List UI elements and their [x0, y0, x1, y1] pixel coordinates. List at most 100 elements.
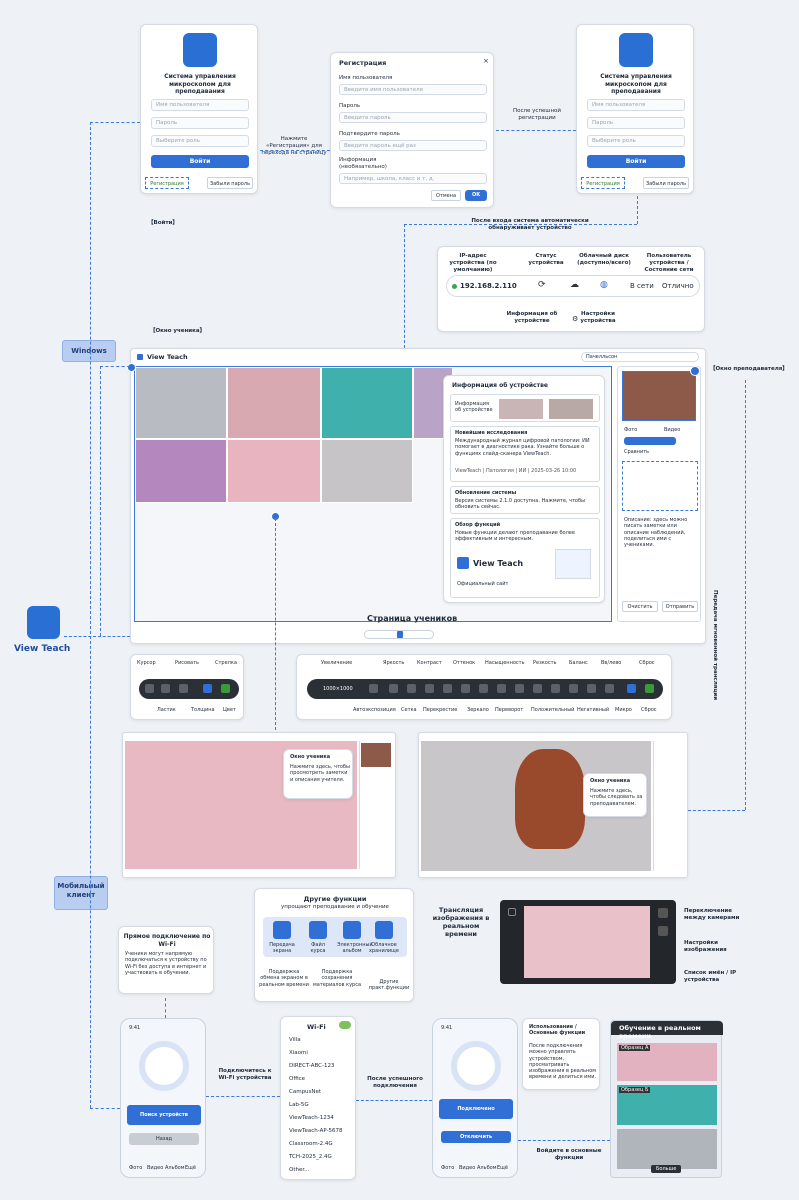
phone1-nav-1[interactable]: Видео: [147, 1165, 164, 1171]
reg-cancel-button[interactable]: Отмена: [431, 190, 461, 201]
user-menu[interactable]: Пачелльсон: [581, 352, 699, 362]
role-select[interactable]: Выберите роль: [587, 135, 685, 147]
reg-ok-button[interactable]: OK: [465, 190, 487, 201]
forgot-button[interactable]: Забыли пароль: [643, 177, 689, 189]
reset-icon[interactable]: [627, 684, 636, 693]
phone1-nav-2[interactable]: Альбом: [165, 1165, 185, 1171]
phone2-nav-1[interactable]: Видео: [459, 1165, 476, 1171]
camera-switch-icon[interactable]: [658, 908, 668, 918]
album-icon[interactable]: [343, 921, 361, 939]
brightness-icon[interactable]: [389, 684, 398, 693]
code-icon[interactable]: [179, 684, 188, 693]
rotate-icon[interactable]: [497, 684, 506, 693]
login-button[interactable]: Войти: [587, 155, 685, 168]
contrast-icon[interactable]: [407, 684, 416, 693]
flip-icon[interactable]: [605, 684, 614, 693]
positive-icon[interactable]: [515, 684, 524, 693]
mirror-icon[interactable]: [461, 684, 470, 693]
cloud-icon[interactable]: ☁: [570, 280, 579, 290]
wifi-network[interactable]: DIRECT-ABC-123: [289, 1063, 335, 1069]
wifi-network[interactable]: Xiaomi: [289, 1050, 308, 1056]
phone2-nav-0[interactable]: Фото: [441, 1165, 455, 1171]
tile-violet[interactable]: [135, 439, 227, 503]
phone1-nav-0[interactable]: Фото: [129, 1165, 143, 1171]
pen-icon[interactable]: [145, 684, 154, 693]
tile-cyan[interactable]: [321, 367, 413, 439]
wifi-network[interactable]: CampusNet: [289, 1089, 322, 1095]
student-side-thumb[interactable]: [361, 743, 391, 767]
screen-share-icon[interactable]: [273, 921, 291, 939]
thickness-icon[interactable]: [203, 684, 212, 693]
device-thumb-1[interactable]: [499, 399, 543, 419]
tool-grid[interactable]: [622, 461, 698, 511]
refresh-icon[interactable]: ⟳: [538, 280, 546, 290]
image-settings-icon[interactable]: [658, 926, 668, 936]
tile-spores[interactable]: [227, 367, 321, 439]
reg-password-input[interactable]: Введите пароль: [339, 112, 487, 123]
forgot-button[interactable]: Забыли пароль: [207, 177, 253, 189]
review-box[interactable]: Обзор функций Новые функции делают препо…: [450, 518, 600, 598]
phone1-cancel[interactable]: Назад: [129, 1133, 199, 1145]
wifi-network[interactable]: ViewTeach-AP-5678: [289, 1128, 343, 1134]
mode-select[interactable]: [624, 437, 676, 445]
back-icon[interactable]: [508, 908, 516, 916]
search-device-button[interactable]: Поиск устройств: [127, 1105, 201, 1125]
wifi-network[interactable]: Villa: [289, 1037, 301, 1043]
reset2-icon[interactable]: [645, 684, 654, 693]
phone1-nav-3[interactable]: Ещё: [185, 1165, 196, 1171]
photo-tab[interactable]: Фото: [624, 427, 638, 433]
tile-cells[interactable]: [135, 367, 227, 439]
username-field[interactable]: Имя пользователя: [151, 99, 249, 111]
info-device-box[interactable]: Информация об устройстве: [450, 394, 600, 422]
autoexposure-icon[interactable]: [369, 684, 378, 693]
hue-icon[interactable]: [443, 684, 452, 693]
clear-button[interactable]: Очистить: [622, 601, 658, 612]
wifi-network[interactable]: Classroom-2.4G: [289, 1141, 333, 1147]
wifi-network[interactable]: Lab-5G: [289, 1102, 309, 1108]
device-thumb-2[interactable]: [549, 399, 593, 419]
teacher-preview[interactable]: [622, 371, 696, 421]
register-button[interactable]: Регистрация: [145, 177, 189, 189]
teacher-window-handle[interactable]: [690, 366, 700, 376]
pagination-active[interactable]: [397, 631, 403, 638]
wifi-network[interactable]: TCH-2025_2.4G: [289, 1154, 332, 1160]
update-box[interactable]: Обновление системы Версия системы 2.1.0 …: [450, 486, 600, 514]
realtime-more[interactable]: Больше: [651, 1165, 682, 1174]
wifi-toggle[interactable]: [339, 1021, 351, 1029]
course-file-icon[interactable]: [309, 921, 327, 939]
role-select[interactable]: Выберите роль: [151, 135, 249, 147]
balance-icon[interactable]: [569, 684, 578, 693]
login-button[interactable]: Войти: [151, 155, 249, 168]
gear-icon[interactable]: ⚙: [572, 315, 579, 323]
video-tab[interactable]: Видео: [664, 427, 681, 433]
site-link[interactable]: Официальный сайт: [457, 581, 509, 587]
color-icon[interactable]: [221, 684, 230, 693]
realtime-image-3[interactable]: [617, 1129, 717, 1169]
close-icon[interactable]: ×: [483, 57, 489, 65]
disconnect-button[interactable]: Отключить: [441, 1131, 511, 1143]
saturation-icon[interactable]: [479, 684, 488, 693]
negative-icon[interactable]: [551, 684, 560, 693]
news-box[interactable]: Новейшие исследования Международный журн…: [450, 426, 600, 482]
cloud-storage-icon[interactable]: [375, 921, 393, 939]
eraser-icon[interactable]: [161, 684, 170, 693]
zoom-value[interactable]: 1000×1000: [323, 686, 353, 692]
grid-handle-left[interactable]: [127, 363, 136, 372]
wifi-network[interactable]: ViewTeach-1234: [289, 1115, 334, 1121]
tile-grey[interactable]: [321, 439, 413, 503]
connected-button[interactable]: Подключено: [439, 1099, 513, 1119]
crosshair-icon[interactable]: [425, 684, 434, 693]
send-button[interactable]: Отправить: [662, 601, 698, 612]
username-field[interactable]: Имя пользователя: [587, 99, 685, 111]
reg-username-input[interactable]: Введите имя пользователя: [339, 84, 487, 95]
phone2-nav-3[interactable]: Ещё: [497, 1165, 508, 1171]
globe-icon[interactable]: ◍: [600, 280, 608, 290]
phone2-nav-2[interactable]: Альбом: [477, 1165, 497, 1171]
password-field[interactable]: Пароль: [587, 117, 685, 129]
register-button[interactable]: Регистрация: [581, 177, 625, 189]
wifi-network[interactable]: Office: [289, 1076, 306, 1082]
micro-icon[interactable]: [587, 684, 596, 693]
tile-pink[interactable]: [227, 439, 321, 503]
sharpness-icon[interactable]: [533, 684, 542, 693]
reg-info-input[interactable]: Например, школа, класс и т. д.: [339, 173, 487, 184]
